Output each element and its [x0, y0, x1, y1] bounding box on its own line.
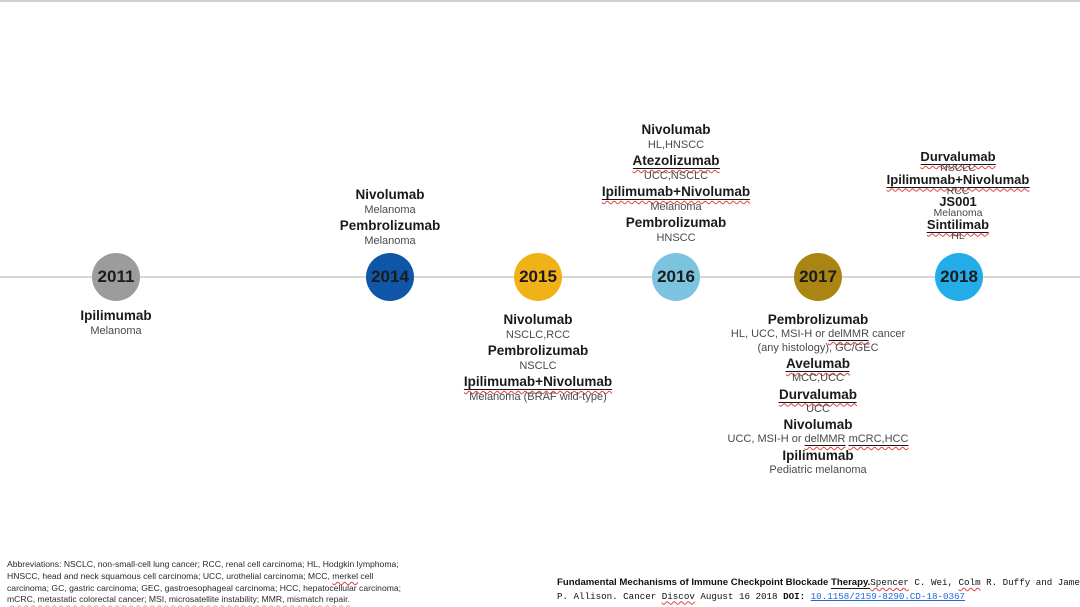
year-label: 2018	[940, 267, 978, 286]
doi-label: DOI:	[783, 590, 806, 602]
year-marker-2014: 2014	[366, 253, 414, 301]
approvals-2018: Durvalumab NSCLC Ipilimumab+Nivolumab RC…	[886, 149, 1030, 242]
citation: Fundamental Mechanisms of Immune Checkpo…	[557, 576, 1080, 603]
footnote-line: Abbreviations: NSCLC, non-small-cell lun…	[7, 559, 399, 569]
indication: Melanoma	[650, 201, 702, 213]
drug-name: Ipilimumab+Nivolumab	[886, 171, 1030, 188]
drug-name: Ipilimumab+Nivolumab	[463, 373, 613, 390]
drug-name: Nivolumab	[355, 187, 425, 202]
misspelled-word: delMMR	[804, 433, 846, 446]
approvals-2016: Nivolumab HL,HNSCC Atezolizumab UCC,NSCL…	[601, 121, 751, 245]
indication: NSCLC	[940, 162, 976, 174]
misspelled-drug-name: Durvalumab	[920, 149, 996, 165]
drug-name: Pembrolizumab	[487, 343, 589, 358]
drug-name: Atezolizumab	[602, 152, 750, 169]
indication: UCC, MSI-H or delMMR mCRC,HCC	[727, 433, 909, 446]
drug-name: Nivolumab	[783, 417, 853, 432]
indication: MCC,UCC	[792, 372, 844, 384]
drug-name: Durvalumab	[728, 386, 909, 403]
year-marker-2016: 2016	[652, 253, 700, 301]
year-label: 2015	[519, 267, 557, 286]
year-label: 2011	[97, 267, 135, 286]
paper-title-underlined: Therapy.	[831, 577, 871, 589]
misspelled-drug-name: Ipilimumab+Nivolumab	[601, 184, 751, 200]
drug-name: Nivolumab	[503, 312, 573, 327]
misspelled-word: mCRC,HCC	[848, 433, 909, 446]
drug-name: JS001	[939, 194, 977, 209]
indication: HL,HNSCC	[647, 139, 705, 151]
drug-name: Pembrolizumab	[767, 312, 869, 327]
drug-name: Ipilimumab	[80, 308, 152, 323]
approvals-2015: Nivolumab NSCLC,RCC Pembrolizumab NSCLC …	[463, 311, 613, 404]
indication: Melanoma (BRAF wild-type)	[469, 391, 607, 403]
indication: Melanoma	[933, 207, 983, 219]
misspelled-drug-name: Ipilimumab+Nivolumab	[886, 171, 1030, 188]
doi-link[interactable]: 10.1158/2159-8290.CD-18-0367	[810, 590, 966, 602]
indication: NSCLC,RCC	[505, 329, 571, 341]
indication: HL, UCC, MSI-H or delMMR cancer	[730, 328, 906, 341]
year-label: 2016	[657, 267, 695, 286]
year-marker-2015: 2015	[514, 253, 562, 301]
misspelled-word: Discov	[661, 590, 695, 602]
citation-line-1: Fundamental Mechanisms of Immune Checkpo…	[557, 577, 1080, 589]
indication: Pediatric melanoma	[769, 463, 867, 476]
misspelled-drug-name: Durvalumab	[778, 386, 858, 403]
year-marker-2017: 2017	[794, 253, 842, 301]
indication: UCC	[806, 402, 830, 415]
indication: HNSCC	[656, 232, 696, 244]
misspelled-word: Spencer	[870, 577, 909, 588]
drug-name: Pembrolizumab	[625, 215, 727, 230]
indication: Melanoma	[364, 235, 416, 247]
drug-name: Avelumab	[728, 355, 909, 372]
misspelled-drug-name: Atezolizumab	[632, 153, 720, 169]
year-label: 2014	[371, 267, 409, 286]
year-marker-2018: 2018	[935, 253, 983, 301]
drug-name: Nivolumab	[641, 122, 711, 137]
misspelled-drug-name: Avelumab	[785, 356, 851, 372]
year-label: 2017	[799, 267, 837, 286]
drug-name: Durvalumab	[887, 149, 1030, 165]
year-marker-2011: 2011	[92, 253, 140, 301]
misspelled-word: delMMR	[828, 328, 870, 341]
indication: (any histology), GC/GEC	[757, 341, 879, 354]
drug-name: Ipilimumab	[782, 447, 854, 463]
misspelled-drug-name: Sintilimab	[926, 216, 990, 233]
footnote-line: HNSCC, head and neck squamous cell carci…	[7, 570, 374, 581]
indication: RCC	[946, 184, 970, 197]
footnote-line: carcinoma; GC, gastric carcinoma; GEC, g…	[7, 582, 402, 593]
citation-line-2: P. Allison. Cancer Discov August 16 2018…	[557, 590, 966, 602]
misspelled-drug-name: Ipilimumab+Nivolumab	[463, 374, 613, 390]
abbreviations-footnote: Abbreviations: NSCLC, non-small-cell lun…	[7, 559, 401, 606]
drug-name: Pembrolizumab	[339, 218, 441, 233]
misspelled-word: merkel	[332, 570, 359, 581]
indication: UCC,NSCLC	[643, 170, 709, 182]
drug-name: Sintilimab	[887, 216, 1030, 233]
indication: Melanoma	[90, 325, 142, 337]
drug-name: Ipilimumab+Nivolumab	[601, 183, 751, 200]
indication: Melanoma	[364, 204, 416, 216]
footnote-line: mCRC, metastatic colorectal cancer; MSI,…	[7, 594, 350, 605]
approvals-2014: Nivolumab Melanoma Pembrolizumab Melanom…	[340, 186, 441, 248]
indication: NSCLC	[519, 360, 557, 372]
approvals-2011: Ipilimumab Melanoma	[80, 307, 151, 338]
misspelled-word: Colm	[958, 577, 981, 588]
paper-title: Fundamental Mechanisms of Immune Checkpo…	[557, 577, 832, 588]
indication: HL	[951, 229, 965, 242]
approvals-2017: Pembrolizumab HL, UCC, MSI-H or delMMR c…	[728, 311, 909, 477]
top-divider	[0, 0, 1080, 2]
